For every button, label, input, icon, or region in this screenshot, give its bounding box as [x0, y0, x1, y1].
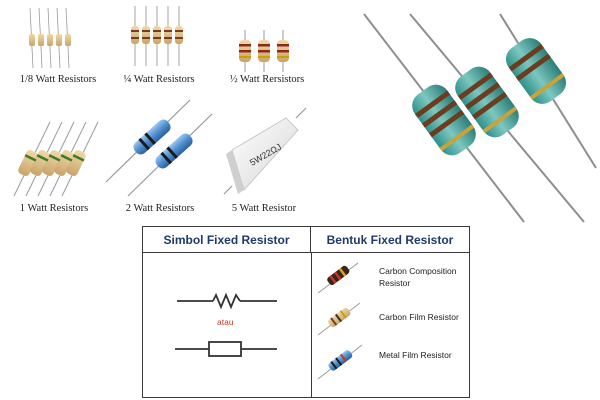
closeup-photo — [340, 0, 600, 224]
carbon-composition-image — [317, 262, 359, 294]
metal-film-label: Metal Film Resistor — [379, 350, 452, 360]
eighth-watt-resistors — [29, 7, 71, 69]
box-resistor-symbol — [175, 341, 277, 357]
caption-quarter-watt: ¼ Watt Resistors — [123, 74, 195, 85]
one-watt-resistors — [13, 121, 99, 197]
caption-five-watt: 5 Watt Resistor — [231, 203, 297, 214]
caption-one-watt: 1 Watt Resistors — [19, 203, 89, 214]
atau-label: atau — [217, 317, 234, 327]
caption-half-watt: ½ Watt Rersistors — [229, 74, 305, 85]
metal-film-image — [317, 344, 363, 380]
caption-two-watt: 2 Watt Resistors — [125, 203, 195, 214]
carbon-film-image — [317, 302, 361, 336]
resistor-symbols — [175, 292, 277, 357]
carbon-composition-label: Carbon Composition Resistor — [379, 265, 456, 289]
column-divider — [311, 253, 312, 397]
header-bentuk: Bentuk Fixed Resistor — [311, 227, 469, 253]
header-simbol: Simbol Fixed Resistor — [143, 227, 311, 253]
carbon-film-label: Carbon Film Resistor — [379, 312, 459, 322]
resistor-type-images — [317, 262, 363, 380]
caption-eighth-watt: 1/8 Watt Resistors — [19, 74, 97, 85]
quarter-watt-resistors — [131, 6, 183, 66]
carbon-composition-line2: Resistor — [379, 278, 411, 288]
carbon-composition-line1: Carbon Composition — [379, 266, 457, 276]
two-watt-resistors — [105, 99, 213, 197]
fixed-resistor-table: Simbol Fixed Resistor Bentuk Fixed Resis… — [142, 226, 470, 398]
five-watt-resistor: 5W22ΩJ — [223, 107, 307, 195]
half-watt-resistors — [239, 30, 289, 72]
zigzag-resistor-symbol — [177, 292, 277, 310]
